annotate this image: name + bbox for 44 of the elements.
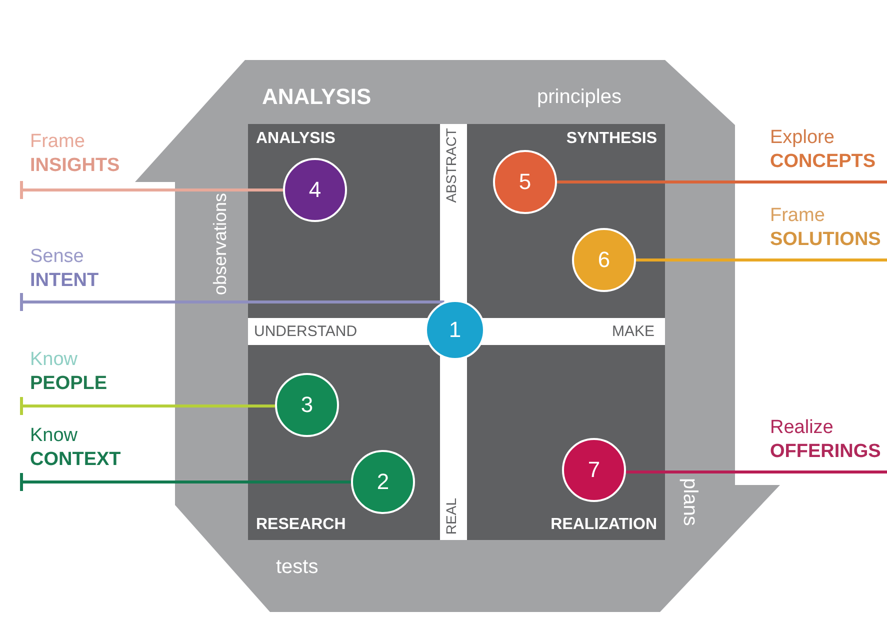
axis-label: REAL xyxy=(443,498,459,535)
leader-line xyxy=(20,397,276,415)
axis-label: UNDERSTAND xyxy=(254,323,358,340)
leader-line xyxy=(636,258,887,262)
step-number: 5 xyxy=(493,150,557,214)
step-title: INSIGHTS xyxy=(29,154,121,178)
step-verb: Sense xyxy=(29,245,85,269)
step-title: OFFERINGS xyxy=(769,440,882,464)
leader-line xyxy=(626,470,887,474)
step-number: 4 xyxy=(283,158,347,222)
quadrant-panel xyxy=(467,124,665,318)
quadrant-panel xyxy=(248,345,440,540)
quadrant-panel xyxy=(248,124,440,318)
step-verb: Frame xyxy=(29,130,86,154)
axis-word: observations xyxy=(210,193,231,296)
leader-line xyxy=(20,293,444,311)
axis-label: ABSTRACT xyxy=(443,128,459,203)
axis-word: principles xyxy=(537,86,622,109)
step-number: 2 xyxy=(351,450,415,514)
step-title: CONTEXT xyxy=(29,448,122,472)
step-verb: Know xyxy=(29,424,79,448)
step-title: INTENT xyxy=(29,269,100,293)
axis-label: MAKE xyxy=(612,323,655,340)
step-number: 3 xyxy=(275,373,339,437)
quadrant-heading: RESEARCH xyxy=(256,516,346,534)
step-number: 6 xyxy=(572,228,636,292)
step-verb: Realize xyxy=(769,416,834,440)
step-number: 7 xyxy=(562,438,626,502)
quadrant-panel xyxy=(467,345,665,540)
quadrant-heading: SYNTHESIS xyxy=(566,130,657,148)
section-heading: ANALYSIS xyxy=(262,84,372,110)
step-verb: Frame xyxy=(769,204,826,228)
step-title: SOLUTIONS xyxy=(769,228,882,252)
leader-line xyxy=(557,180,887,184)
step-verb: Know xyxy=(29,348,79,372)
leader-line xyxy=(20,473,351,491)
step-verb: Explore xyxy=(769,126,836,150)
axis-word: plans xyxy=(678,478,701,526)
step-title: PEOPLE xyxy=(29,372,108,396)
axis-word: tests xyxy=(276,556,318,579)
leader-line xyxy=(20,181,283,199)
quadrant-heading: REALIZATION xyxy=(550,516,657,534)
step-title: CONCEPTS xyxy=(769,150,877,174)
quadrant-heading: ANALYSIS xyxy=(256,130,336,148)
